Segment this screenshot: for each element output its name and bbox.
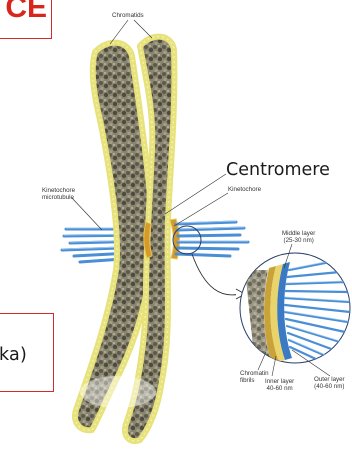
kinetochore-microtubule-line-1: Kinetochore xyxy=(42,187,75,194)
kinetochore-label: Kinetochore xyxy=(228,186,261,193)
middle-layer-label: Middle layer (25-30 nm) xyxy=(282,230,315,244)
middle-layer-line-1: Middle layer xyxy=(282,230,315,237)
outer-layer-line-2: (40-60 nm) xyxy=(314,383,345,390)
inner-layer-label: Inner layer 40-60 nm xyxy=(265,378,294,392)
enlarged-kinetochore-view xyxy=(240,253,350,365)
kinetochore-microtubule-line-2: microtubule xyxy=(42,194,75,201)
lower-fade xyxy=(80,376,156,408)
outer-layer-line-1: Outer layer xyxy=(314,376,345,383)
chromatin-fibrils-line-1: Chromatin xyxy=(240,370,269,377)
centromere-label: Centromere xyxy=(226,160,330,180)
middle-layer-line-2: (25-30 nm) xyxy=(282,237,315,244)
inner-layer-line-1: Inner layer xyxy=(265,378,294,385)
zoom-arrow xyxy=(192,254,240,295)
kinetochore-microtubule-label: Kinetochore microtubule xyxy=(42,187,75,201)
inner-layer-line-2: 40-60 nm xyxy=(265,385,294,392)
chromatids-label: Chromatids xyxy=(112,12,144,19)
outer-layer-label: Outer layer (40-60 nm) xyxy=(314,376,345,390)
